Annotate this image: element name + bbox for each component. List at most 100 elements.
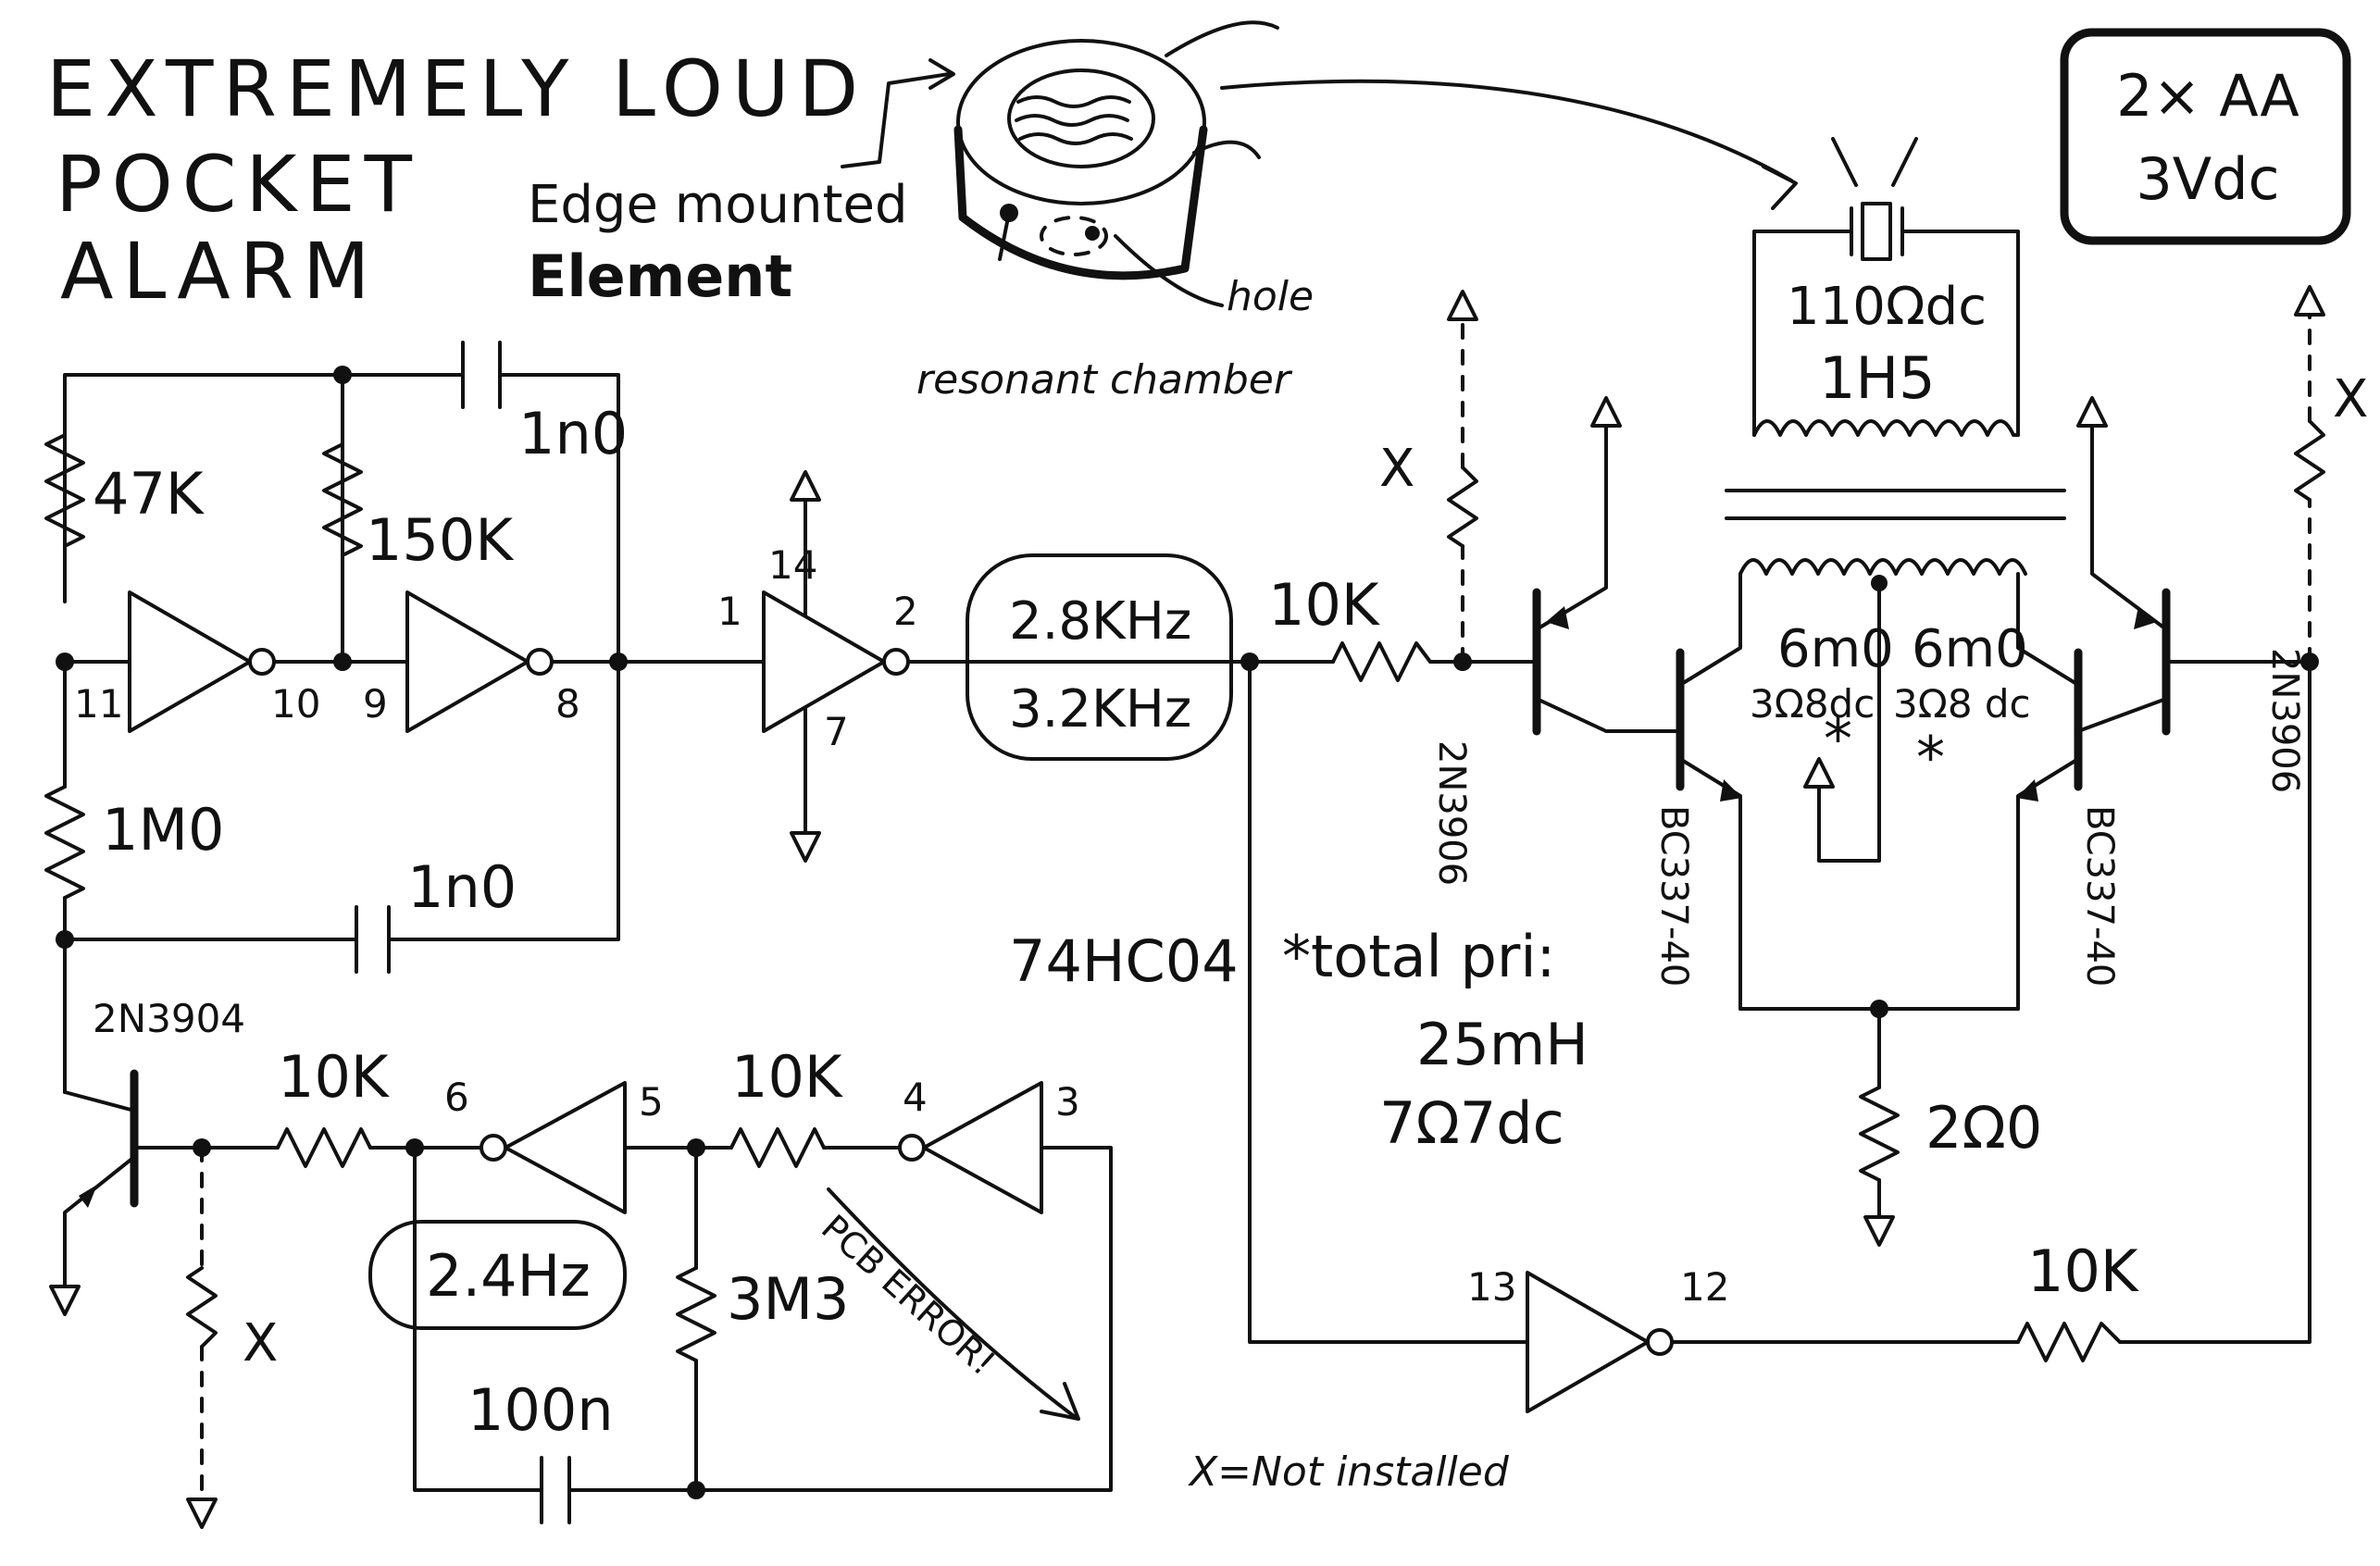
pin-6-label: 6 [444,1075,469,1120]
inverter-1-2-bubble [882,648,910,676]
resistor-47k-label: 47K [93,460,205,528]
gnd-pin-7-arrow [790,831,821,863]
bc337-left-collector [1678,572,1742,687]
resistor-150k [322,442,363,557]
resistor-10k-d-label: 10K [2027,1237,2139,1305]
chip-label: 74HC04 [1009,927,1239,995]
x-mark-left: X [1379,439,1414,499]
speaker-arrow-head [1762,165,1798,210]
sound-wave-1 [1831,137,1858,187]
cap-1n0-top-label: 1n0 [518,400,628,467]
junction-node-9 [333,652,352,671]
resistor-1m0 [44,785,85,900]
pin-11-label: 11 [74,681,123,727]
2n3906-left-emitter-arrow [1546,606,1569,629]
primary-coil [1738,558,2027,576]
resistor-2r0 [1859,1086,1900,1182]
asterisk-right: * [1916,724,1945,791]
wire-3-loop [694,1146,1113,1492]
transformer: 110Ωdc 1H5 6m0 6m0 3Ω8dc 3Ω8 dc * * [1725,137,2066,863]
center-tap-vcc-arrow [1803,757,1835,789]
resistor-10k-a [1331,641,1432,682]
gnd-arrow-bottom [186,1498,218,1529]
wire-bc337-right-base [2076,697,2168,733]
cap-1n0-bottom-label: 1n0 [407,853,517,921]
pin-9-label: 9 [363,681,388,727]
not-installed-resistor-left-top [1447,466,1478,548]
not-installed-note: X=Not installed [1188,1448,1510,1496]
inverter-9-8 [405,590,530,733]
pin-3-label: 3 [1055,1079,1080,1125]
buffer-stage: 1 2 14 7 74HC04 2.8KHz 3.2KHz [717,470,1252,995]
inverter-3-4-bubble [898,1134,926,1162]
title-line-2: POCKET [56,139,421,230]
element-hole-outline [1040,216,1108,256]
edge-mounted-label: Edge mounted [528,175,907,235]
pcb-error-arrow-head [1040,1382,1080,1421]
2n3906-left-label: 2N3906 [1430,740,1473,886]
secondary-wire-left [1752,230,1853,437]
gnd-arrow-2r0 [1863,1215,1895,1247]
speaker-crystal [1861,202,1892,261]
pin-12-label: 12 [1680,1264,1729,1310]
inverter-5-6 [504,1081,627,1214]
2n3904-label: 2N3904 [93,996,245,1041]
bc337-right-label: BC337-40 [2078,805,2121,987]
not-installed-resistor-right [2294,419,2325,502]
wire-bottom-cap-right [387,660,620,941]
driver-right: BC337-40 2Ω0 2N3906 X [1738,285,2368,1344]
wire-top-right [498,373,620,664]
frequency-high: 2.8KHz [1009,591,1191,652]
x-mark-right: X [2333,369,2368,429]
inverter-5-6-bubble [480,1134,507,1162]
inverter-1-2 [762,590,886,733]
2n3906-right-label: 2N3906 [2263,648,2306,793]
blink-frequency: 2.4Hz [426,1242,591,1310]
cap-100n-label: 100n [467,1376,614,1444]
primary-right-ind: 6m0 [1912,619,2028,679]
wire-out-to-13 [1248,660,1529,1344]
inverter-13-12-bubble [1646,1328,1674,1356]
pin-14-label: 14 [768,542,817,588]
2n3904-emitter-arrow [79,1185,97,1208]
wire-right-to-10k-d [2118,660,2311,1344]
wire-100n-left [413,1146,543,1492]
primary-left-res: 3Ω8dc [1750,681,1875,727]
bc337-left-label: BC337-40 [1652,805,1695,987]
x-mark-bottom: X [243,1313,278,1373]
label-arrow-head [928,58,955,90]
hole-leader [1114,234,1224,307]
vcc-arrow-2n3906-right [2076,396,2108,428]
resistor-150k-label: 150K [366,506,514,574]
2n3906-right-emitter [2090,424,2168,631]
battery-count: 2× AA [2116,62,2299,130]
piezo-element-sketch: Edge mounted Element hole resonant chamb… [528,20,1798,404]
resistor-10k-b [276,1127,372,1168]
inverter-3-4 [922,1081,1043,1214]
pin-5-label: 5 [639,1079,664,1125]
pin-10-label: 10 [271,681,320,727]
inverter-11-10 [128,590,252,733]
speaker-arrow [1220,79,1793,182]
pcb-error-arrow [827,1187,1076,1418]
vcc-arrow-right-top [2294,285,2325,317]
secondary-wire-right [1900,230,2020,437]
resistor-10k-c-label: 10K [731,1043,843,1111]
bc337-left-emitter-arrow [1720,779,1742,802]
resistor-47k [44,433,85,548]
2n3906-left-emitter [1535,424,1608,631]
battery-voltage: 3Vdc [2136,145,2279,213]
pin-7-label: 7 [824,709,849,754]
blink-frequency-box [368,1220,627,1330]
bc337-right-collector [2016,572,2080,687]
resistor-10k-c [729,1127,826,1168]
vcc-arrow-left-top [1447,290,1478,321]
element-label: Element [528,242,792,310]
label-arrow [841,72,951,168]
resistor-10k-d [2016,1322,2122,1362]
pin-1-label: 1 [717,589,742,634]
resistor-10k-b-label: 10K [278,1043,390,1111]
secondary-resistance: 110Ωdc [1787,277,1987,337]
resistor-3m3-label: 3M3 [727,1265,849,1333]
vcc-pin-14-arrow [790,470,821,502]
